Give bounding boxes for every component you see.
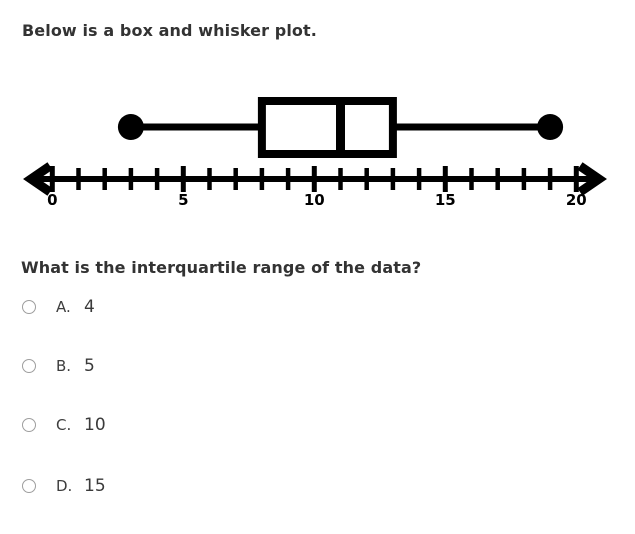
tick-label: 10 — [304, 191, 325, 209]
option-value: 15 — [84, 476, 106, 496]
radio-button[interactable] — [22, 300, 36, 314]
radio-button[interactable] — [22, 359, 36, 373]
box-whisker-plot: 0 5 10 15 20 — [23, 97, 607, 209]
tick-label: 20 — [566, 191, 587, 209]
left-arrow-icon — [23, 162, 53, 196]
tick-label: 5 — [178, 191, 188, 209]
answer-option-a[interactable]: A. 4 — [0, 296, 95, 318]
max-endpoint-dot — [537, 114, 564, 140]
question-text: What is the interquartile range of the d… — [21, 258, 422, 277]
answer-option-b[interactable]: B. 5 — [0, 355, 95, 377]
right-arrow-icon — [577, 162, 607, 196]
option-letter: A. — [56, 298, 71, 316]
tick-label: 15 — [435, 191, 456, 209]
tick-label: 0 — [47, 191, 57, 209]
radio-button[interactable] — [22, 479, 36, 493]
min-endpoint-dot — [117, 114, 144, 140]
answer-option-d[interactable]: D. 15 — [0, 475, 106, 497]
prompt-text: Below is a box and whisker plot. — [22, 21, 317, 40]
option-letter: C. — [56, 416, 72, 434]
option-value: 10 — [84, 415, 106, 435]
option-letter: D. — [56, 477, 73, 495]
option-value: 5 — [84, 356, 95, 376]
radio-button[interactable] — [22, 418, 36, 432]
iqr-box — [257, 97, 397, 158]
answer-option-c[interactable]: C. 10 — [0, 414, 106, 436]
option-letter: B. — [56, 357, 72, 375]
option-value: 4 — [84, 297, 95, 317]
